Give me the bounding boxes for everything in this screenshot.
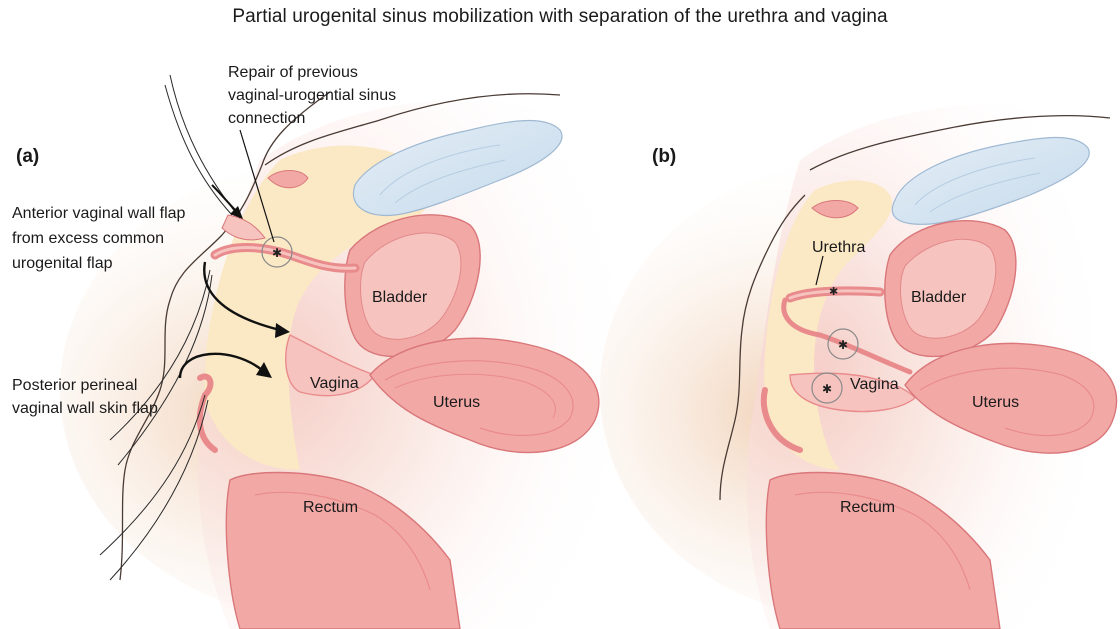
label-anterior-line1: Anterior vaginal wall flap (12, 205, 186, 222)
suture-mark-b2: ✱ (822, 382, 832, 396)
label-repair-line1: Repair of previous (228, 64, 358, 81)
suture-mark-a: ✱ (272, 246, 282, 260)
label-rectum-b: Rectum (840, 499, 895, 516)
label-posterior-line1: Posterior perineal (12, 377, 137, 394)
panel-b: ✱ ✱ ✱ (b) Urethra Bladder Vagina Uterus … (600, 104, 1120, 629)
label-vagina-b: Vagina (850, 376, 899, 393)
label-anterior-line2: from excess common (12, 230, 164, 247)
label-rectum-a: Rectum (303, 499, 358, 516)
label-bladder-a: Bladder (372, 289, 428, 306)
label-vagina-a: Vagina (310, 375, 359, 392)
label-repair-line2: vaginal-urogential sinus (228, 87, 396, 104)
label-repair-line3: connection (228, 110, 305, 127)
panel-b-tag: (b) (652, 146, 676, 167)
panel-a: ✱ (a) Repair of previous vaginal-urogent… (12, 64, 650, 629)
label-uterus-a: Uterus (433, 394, 480, 411)
label-posterior-line2: vaginal wall skin flap (12, 400, 158, 417)
panel-a-tag: (a) (16, 146, 39, 167)
suture-mark-b3: ✱ (829, 286, 838, 298)
suture-mark-b1: ✱ (838, 338, 848, 352)
label-anterior-line3: urogenital flap (12, 255, 113, 272)
label-bladder-b: Bladder (911, 289, 967, 306)
label-uterus-b: Uterus (972, 394, 1019, 411)
label-urethra-b: Urethra (812, 239, 865, 256)
